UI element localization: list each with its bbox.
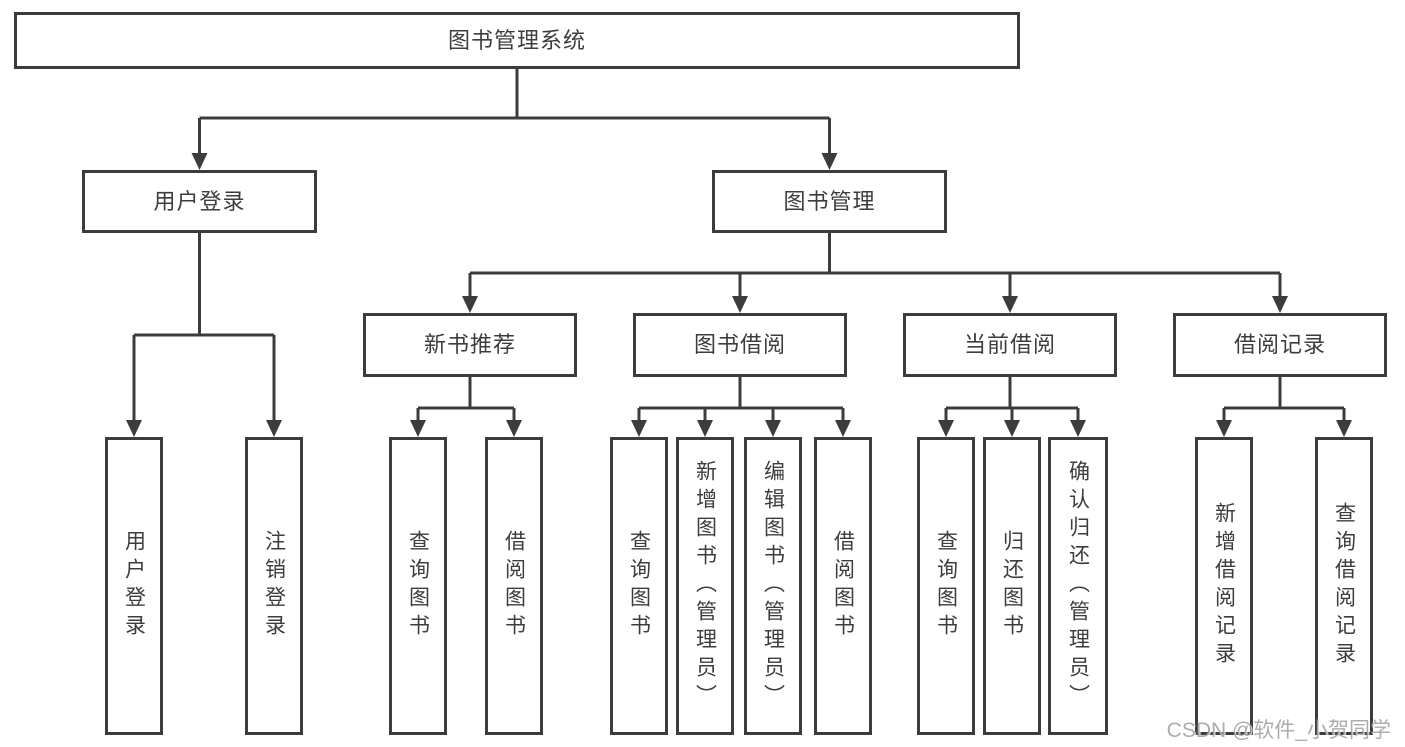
leaf-borrow-books-borrowing: 借阅图书 [814,437,872,735]
leaf-confirm-return-admin: 确认归还（管理员） [1048,437,1108,735]
leaf-query-books-recommend: 查询图书 [389,437,447,735]
node-book-management: 图书管理 [712,170,947,233]
node-current-borrowing: 当前借阅 [903,313,1117,377]
leaf-borrow-books-recommend: 借阅图书 [485,437,543,735]
node-root-system: 图书管理系统 [14,12,1020,69]
leaf-edit-book-admin: 编辑图书（管理员） [744,437,802,735]
leaf-query-borrow-record: 查询借阅记录 [1315,437,1373,735]
leaf-add-book-admin: 新增图书（管理员） [676,437,734,735]
node-user-login: 用户登录 [82,170,317,233]
node-new-book-recommend: 新书推荐 [363,313,577,377]
node-borrow-records: 借阅记录 [1173,313,1387,377]
leaf-return-book: 归还图书 [983,437,1041,735]
leaf-query-books-borrowing: 查询图书 [610,437,668,735]
leaf-add-borrow-record: 新增借阅记录 [1195,437,1253,735]
csdn-watermark: CSDN @软件_小贺同学 [1166,719,1391,742]
leaf-logout: 注销登录 [245,437,303,735]
node-book-borrowing: 图书借阅 [633,313,847,377]
leaf-query-books-current: 查询图书 [917,437,975,735]
leaf-user-login: 用户登录 [105,437,163,735]
